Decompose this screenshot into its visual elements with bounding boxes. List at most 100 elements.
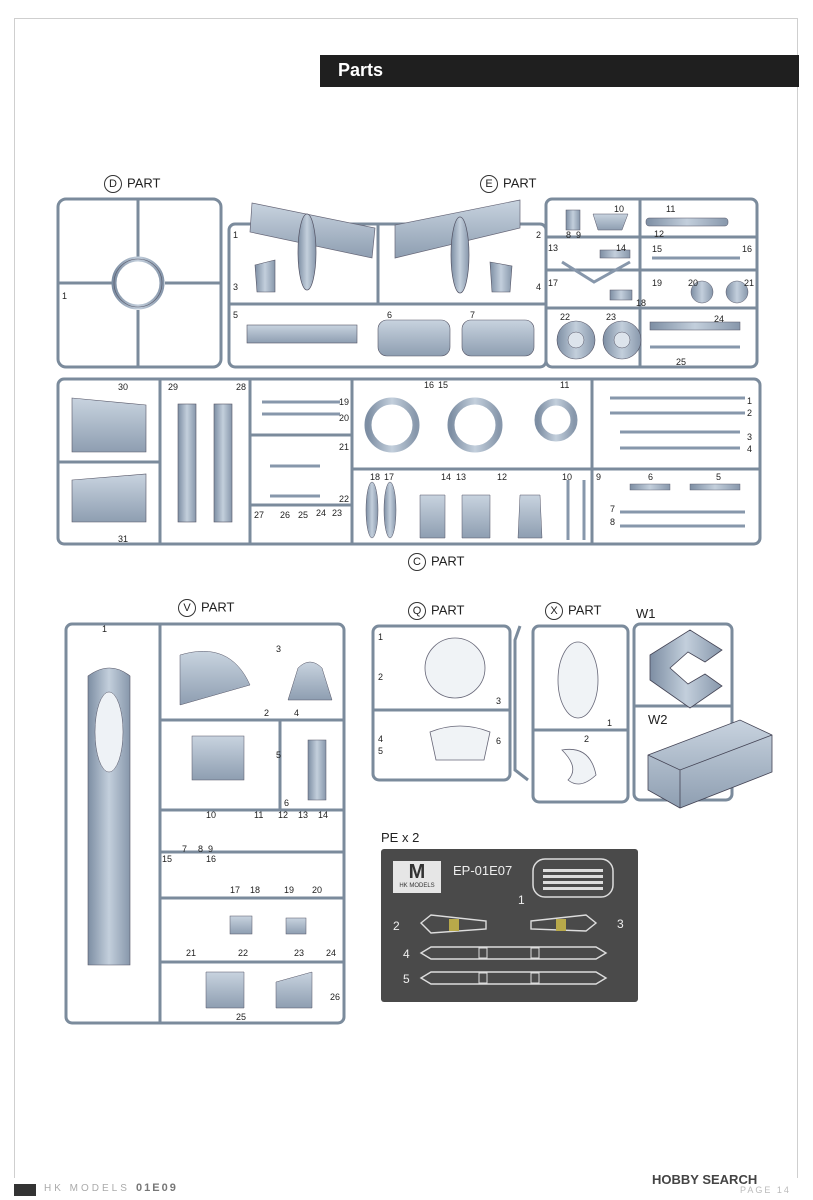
part-num: 23 [332,508,342,518]
w2-part [647,719,773,809]
pe-code: EP-01E07 [453,863,513,878]
part-num: 20 [339,413,349,423]
part-num: 15 [162,854,172,864]
part-num: 5 [716,472,721,482]
part-num: 24 [714,314,724,324]
page-footer: HK MODELS 01E09 HOBBY SEARCH PAGE 14 [0,1172,813,1200]
part-num: 20 [688,278,698,288]
w1-part [649,629,723,709]
part-num: 14 [441,472,451,482]
part-num: 1 [747,396,752,406]
hobby-search-watermark: HOBBY SEARCH [652,1172,758,1187]
sprue-x-part-text: PART [568,602,602,618]
part-num: 29 [168,382,178,392]
part-num: 3 [747,432,752,442]
sprue-c [56,377,762,546]
part-num: 17 [384,472,394,482]
part-num: 5 [233,310,238,320]
part-num: 13 [298,810,308,820]
part-num: 10 [614,204,624,214]
footer-logo-icon [14,1184,36,1196]
part-num: 21 [339,442,349,452]
part-num: 22 [560,312,570,322]
pe-parts-drawing [419,858,614,985]
pe-title: PE x 2 [381,830,420,845]
part-num: 12 [654,229,664,239]
sprue-c-letter: C [408,553,426,571]
part-num: 8 [198,844,203,854]
w2-label: W2 [648,712,668,727]
hk-logo-text: HK MODELS [399,883,435,889]
part-num: 4 [747,444,752,454]
part-number-callouts: 1 1 2 3 4 5 6 7 8 9 10 11 12 13 14 15 16… [62,204,754,1022]
page-title: Parts [338,60,384,80]
part-num: 2 [536,230,541,240]
part-num: 6 [387,310,392,320]
part-num: 11 [560,380,569,390]
page-frame-top [14,18,798,19]
part-num: 6 [284,798,289,808]
sprue-v-letter: V [178,599,196,617]
pe-part-num: 2 [393,919,400,933]
part-num: 2 [747,408,752,418]
part-num: 26 [280,510,290,520]
part-num: 11 [254,810,263,820]
part-num: 7 [610,504,615,514]
part-num: 14 [318,810,328,820]
part-num: 13 [456,472,466,482]
part-num: 24 [316,508,326,518]
sprue-d [56,197,223,369]
sprue-d-letter: D [104,175,122,193]
part-num: 9 [596,472,601,482]
part-num: 3 [233,282,238,292]
part-num: 23 [294,948,304,958]
part-num: 12 [497,472,507,482]
part-num: 25 [236,1012,246,1022]
page-frame-left [14,18,15,1178]
part-num: 10 [562,472,572,482]
part-num: 1 [607,718,612,728]
part-num: 18 [636,298,646,308]
part-num: 15 [438,380,448,390]
sprue-v-part-text: PART [201,599,235,615]
sprue-q-letter: Q [408,602,426,620]
pe-part-num: 3 [617,917,624,931]
pe-fret: M HK MODELS EP-01E07 1 2 3 4 5 [381,849,638,1002]
part-num: 16 [742,244,752,254]
pe-part-num: 5 [403,972,410,986]
part-num: 11 [666,204,675,214]
part-num: 16 [206,854,216,864]
footer-code: 01E09 [136,1182,178,1194]
part-num: 31 [118,534,128,544]
part-num: 3 [276,644,281,654]
part-num: 27 [254,510,264,520]
part-num: 14 [616,243,626,253]
part-num: 9 [208,844,213,854]
pe-part-num: 4 [403,947,410,961]
hk-logo-mark: M [408,861,426,883]
hk-models-logo: M HK MODELS [393,861,441,893]
part-num: 5 [378,746,383,756]
part-num: 26 [330,992,340,1002]
sprue-x [531,624,630,804]
part-num: 16 [424,380,434,390]
part-num: 30 [118,382,128,392]
part-num: 4 [378,734,383,744]
part-num: 15 [652,244,662,254]
part-num: 18 [370,472,380,482]
part-num: 13 [548,243,558,253]
part-num: 28 [236,382,246,392]
sprue-v-label: V PART [178,599,234,617]
part-num: 20 [312,885,322,895]
w1-label: W1 [636,606,656,621]
sprue-e-letter: E [480,175,498,193]
part-num: 19 [284,885,294,895]
part-num: 24 [326,948,336,958]
part-num: 21 [186,948,196,958]
part-num: 3 [496,696,501,706]
sprue-x-letter: X [545,602,563,620]
